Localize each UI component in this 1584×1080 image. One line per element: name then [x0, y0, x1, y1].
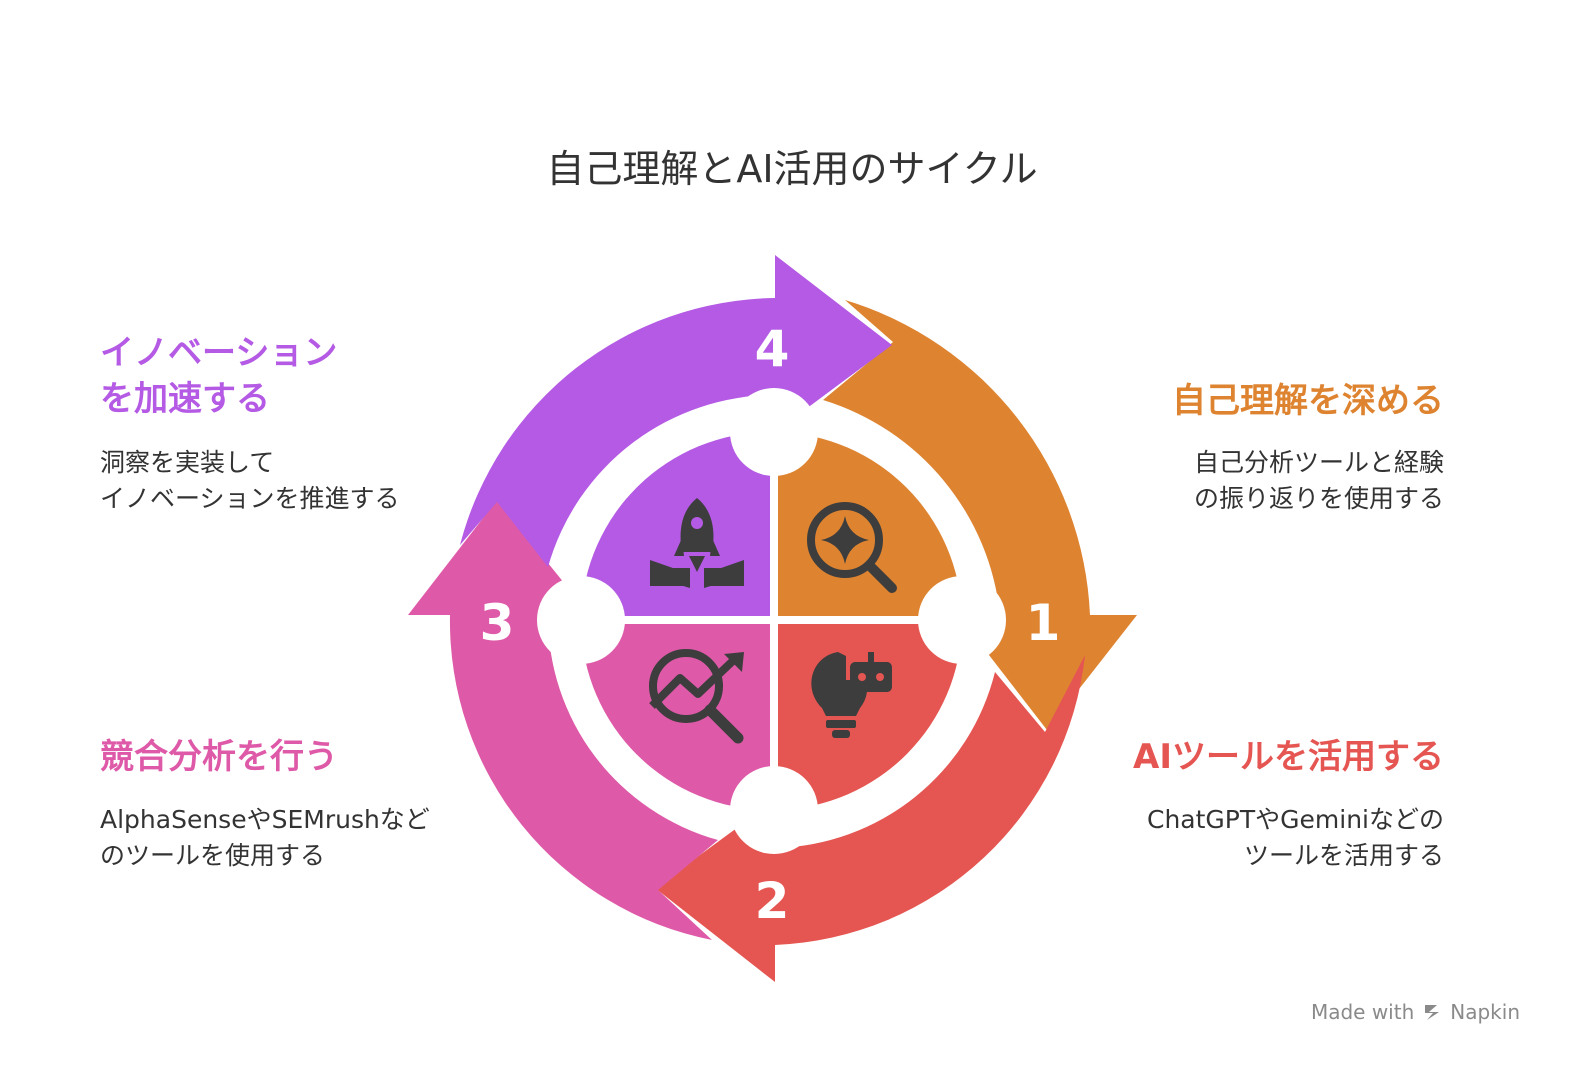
step-4-heading: イノベーション を加速する — [100, 333, 338, 419]
arrow-step-4 — [460, 255, 892, 567]
arrow-step-1 — [823, 300, 1137, 730]
step-1-description: 自己分析ツールと経験 の振り返りを使用する — [1193, 448, 1444, 513]
rocket-launch-icon — [650, 498, 744, 588]
step-number-2: 2 — [755, 872, 790, 930]
napkin-logo-icon — [1425, 1005, 1440, 1020]
step-3-description: AlphaSenseやSEMrushなど のツールを使用する — [100, 805, 430, 870]
step-number-3: 3 — [480, 594, 515, 652]
page-title: 自己理解とAI活用のサイクル — [546, 147, 1038, 191]
step-2-heading: AIツールを活用する — [1133, 737, 1444, 777]
step-3-heading: 競合分析を行う — [100, 737, 338, 777]
made-with-napkin-badge: Made with Napkin — [1311, 1000, 1520, 1024]
step-1-heading: 自己理解を深める — [1172, 381, 1444, 421]
made-with-label: Made with — [1310, 1000, 1415, 1024]
step-number-1: 1 — [1026, 594, 1061, 652]
step-4-description: 洞察を実装して イノベーションを推進する — [100, 448, 400, 513]
napkin-brand-label: Napkin — [1450, 1000, 1520, 1024]
sparkle-magnifier-icon — [807, 502, 897, 593]
arrow-step-3 — [408, 500, 718, 940]
lightbulb-robot-icon — [811, 652, 892, 738]
arrow-step-2 — [655, 655, 1085, 982]
trend-analysis-icon — [649, 649, 744, 744]
step-number-4: 4 — [755, 320, 790, 378]
step-2-description: ChatGPTやGeminiなどの ツールを活用する — [1147, 805, 1444, 870]
